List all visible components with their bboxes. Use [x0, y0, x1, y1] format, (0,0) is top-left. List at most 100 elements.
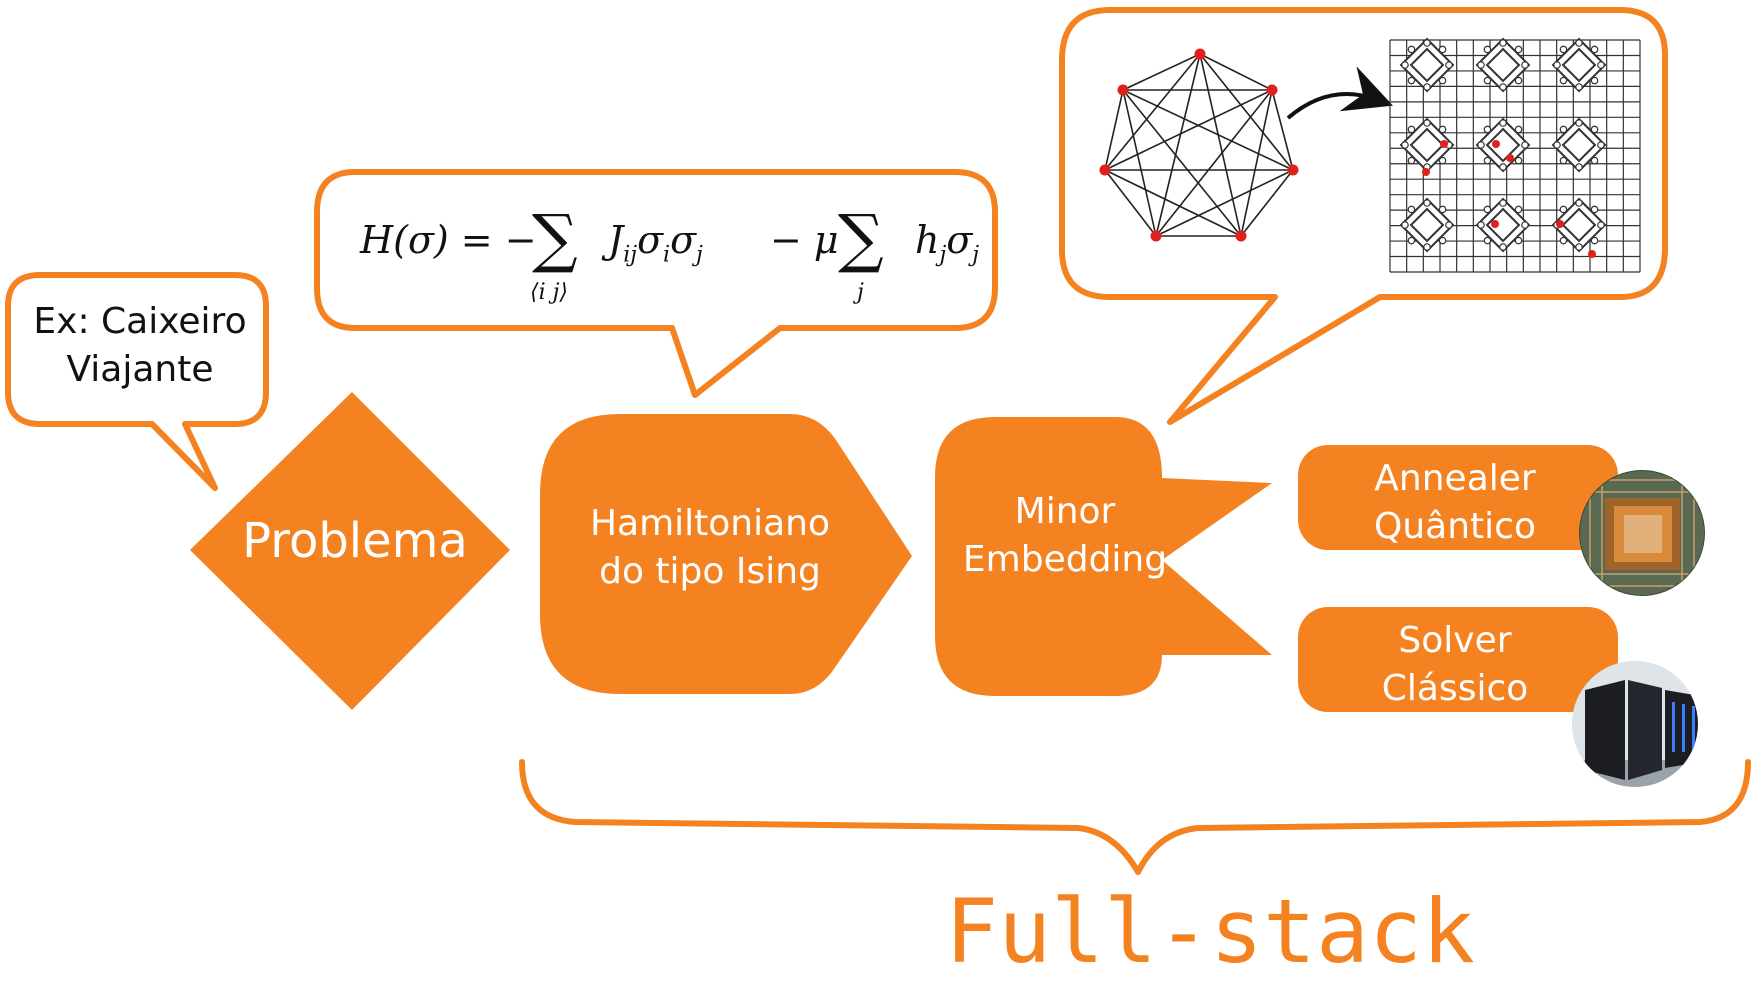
graph-edge: [1104, 89, 1273, 171]
callout-formula: [314, 169, 998, 398]
formula-lhs: H(σ) = −: [360, 218, 537, 262]
annealer-label: Annealer Quântico: [1305, 455, 1605, 551]
graph-edge: [1240, 169, 1294, 237]
qubit-node: [1407, 76, 1416, 85]
graph-edge: [1122, 89, 1157, 237]
qubit-node: [1483, 45, 1492, 54]
qubit-node: [1401, 221, 1409, 229]
qubit-node: [1575, 83, 1583, 91]
qubit-node: [1575, 243, 1583, 251]
formula-term-1: Jijσiσj: [608, 218, 703, 268]
chimera-cell: [1409, 207, 1445, 243]
qubit-node: [1559, 236, 1568, 245]
qubit-node: [1423, 199, 1431, 207]
graph-node: [1194, 48, 1206, 60]
qubit-node: [1483, 156, 1492, 165]
qubit-node: [1499, 83, 1507, 91]
graph-edge: [1122, 89, 1242, 237]
graph-edge: [1199, 53, 1273, 91]
graph-node: [1235, 230, 1247, 242]
qubit-node: [1483, 76, 1492, 85]
annealer-box: [1298, 445, 1618, 550]
qubit-node: [1407, 205, 1416, 214]
sum-symbol-2: ∑: [838, 202, 884, 276]
qubit-node: [1407, 156, 1416, 165]
graph-edge: [1155, 169, 1294, 237]
graph-node: [1099, 164, 1111, 176]
qubit-node: [1590, 76, 1599, 85]
qubit-node: [1575, 163, 1583, 171]
qubit-node: [1559, 76, 1568, 85]
minor-line-2: Embedding: [962, 539, 1168, 580]
graph-edge: [1271, 89, 1294, 171]
qubit-node: [1483, 205, 1492, 214]
graph-node: [1150, 230, 1162, 242]
callout-example: [5, 272, 269, 491]
qubit-node: [1477, 141, 1485, 149]
qubit-node: [1553, 141, 1561, 149]
qubit-node: [1590, 45, 1599, 54]
qubit-node: [1590, 125, 1599, 134]
ising-formula: H(σ) = − ∑ ⟨i j⟩ Jijσiσj − μ ∑ j hjσj: [350, 202, 990, 320]
embedded-qubit: [1492, 140, 1500, 148]
graph-edge: [1122, 89, 1294, 171]
sum-subscript-1: ⟨i j⟩: [530, 280, 569, 305]
graph-edge: [1240, 89, 1273, 237]
qubit-node: [1553, 61, 1561, 69]
qubit-node: [1514, 236, 1523, 245]
solver-label: Solver Clássico: [1305, 617, 1605, 713]
qubit-node: [1477, 221, 1485, 229]
graph-edge: [1104, 89, 1124, 171]
qubit-node: [1499, 119, 1507, 127]
qubit-node: [1499, 163, 1507, 171]
qubit-node: [1559, 205, 1568, 214]
minor-embedding-shape: [935, 417, 1272, 696]
qubit-node: [1499, 199, 1507, 207]
graph-edge: [1155, 53, 1201, 237]
qubit-node: [1514, 125, 1523, 134]
chimera-cell: [1561, 207, 1597, 243]
qubit-node: [1407, 125, 1416, 134]
minor-line-1: Minor: [1014, 491, 1116, 532]
qubit-node: [1575, 39, 1583, 47]
chimera-cell: [1485, 207, 1521, 243]
qubit-node: [1514, 205, 1523, 214]
hamiltonian-line-1: Hamiltoniano: [589, 503, 831, 544]
qubit-node: [1559, 156, 1568, 165]
qubit-node: [1483, 236, 1492, 245]
embedded-qubit: [1506, 154, 1514, 162]
qubit-node: [1514, 156, 1523, 165]
full-stack-bracket: [519, 759, 1751, 875]
graph-node: [1266, 84, 1278, 96]
chimera-cell: [1485, 47, 1521, 83]
graph-edge: [1104, 53, 1201, 171]
chimera-grid-icon: [1389, 37, 1641, 273]
solver-box: [1298, 607, 1618, 712]
graph-edge: [1104, 169, 1242, 237]
solver-line-1: Solver: [1398, 620, 1512, 661]
full-stack-label: Full-stack: [945, 880, 1475, 983]
formula-term-2: hjσj: [915, 218, 980, 268]
qubit-node: [1521, 141, 1529, 149]
qubit-node: [1597, 221, 1605, 229]
qubit-node: [1559, 45, 1568, 54]
qubit-node: [1499, 39, 1507, 47]
qubit-node: [1514, 76, 1523, 85]
example-text: Ex: Caixeiro Viajante: [20, 298, 260, 394]
qubit-node: [1407, 45, 1416, 54]
graph-edge: [1155, 89, 1273, 237]
example-line-1: Ex: Caixeiro: [33, 301, 247, 342]
qubit-node: [1407, 236, 1416, 245]
qubit-node: [1499, 243, 1507, 251]
qubit-node: [1477, 61, 1485, 69]
qubit-node: [1423, 119, 1431, 127]
qubit-node: [1590, 205, 1599, 214]
arrow-curved-icon: [1286, 66, 1393, 120]
graph-edge: [1199, 53, 1242, 237]
qubit-node: [1423, 39, 1431, 47]
minor-embedding-label: Minor Embedding: [945, 488, 1185, 584]
chimera-cell: [1561, 127, 1597, 163]
chimera-cell: [1409, 47, 1445, 83]
solver-line-2: Clássico: [1381, 668, 1529, 709]
